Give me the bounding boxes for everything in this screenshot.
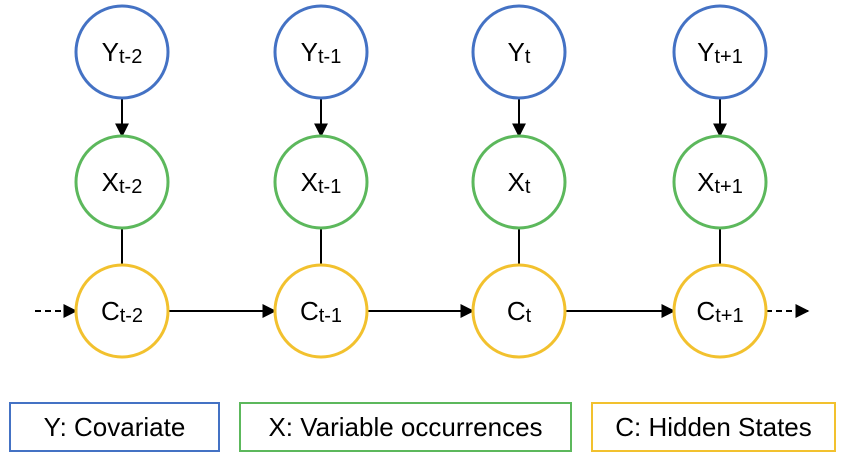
hidden-state-circle <box>273 263 369 359</box>
label-base: Y <box>102 37 119 67</box>
covariate-circle <box>471 4 567 100</box>
label-subscript: t+1 <box>714 176 742 198</box>
label-subscript: t <box>526 305 532 327</box>
hidden-state-node-3: Ct+1 <box>672 263 768 359</box>
label-subscript: t+1 <box>715 305 743 327</box>
label-subscript: t-2 <box>120 305 143 327</box>
label-subscript: t-2 <box>119 46 142 68</box>
variable-circle <box>74 134 170 230</box>
label-subscript: t <box>525 176 531 198</box>
hidden-state-node-0: Ct-2 <box>74 263 170 359</box>
variable-circle <box>273 134 369 230</box>
label-subscript: t <box>525 46 531 68</box>
label-base: Y <box>508 37 525 67</box>
covariate-label: Yt-1 <box>301 37 342 68</box>
variable-label: Xt-2 <box>102 167 143 198</box>
covariate-label: Yt <box>508 37 531 68</box>
hidden-state-node-2: Ct <box>471 263 567 359</box>
label-base: Y <box>697 37 714 67</box>
legend-covariate: Y: Covariate <box>9 402 220 452</box>
label-base: C <box>696 296 715 326</box>
covariate-node-2: Yt <box>471 4 567 100</box>
covariate-circle <box>273 4 369 100</box>
variable-circle <box>471 134 567 230</box>
variable-node-2: Xt <box>471 134 567 230</box>
label-base: C <box>300 296 319 326</box>
label-subscript: t-1 <box>318 176 341 198</box>
label-base: C <box>101 296 120 326</box>
variable-node-3: Xt+1 <box>672 134 768 230</box>
legend-variable-occurrences: X: Variable occurrences <box>239 402 572 452</box>
variable-label: Xt-1 <box>301 167 342 198</box>
hidden-state-circle <box>471 263 567 359</box>
label-subscript: t-1 <box>318 46 341 68</box>
label-subscript: t-2 <box>119 176 142 198</box>
label-base: X <box>697 167 714 197</box>
hidden-state-label: Ct+1 <box>696 296 743 327</box>
variable-node-1: Xt-1 <box>273 134 369 230</box>
label-base: X <box>102 167 119 197</box>
covariate-label: Yt+1 <box>697 37 743 68</box>
variable-node-0: Xt-2 <box>74 134 170 230</box>
label-base: X <box>508 167 525 197</box>
hidden-state-label: Ct <box>507 296 532 327</box>
label-base: C <box>507 296 526 326</box>
hidden-state-label: Ct-1 <box>300 296 342 327</box>
label-subscript: t-1 <box>319 305 342 327</box>
label-base: Y <box>301 37 318 67</box>
covariate-circle <box>672 4 768 100</box>
covariate-node-0: Yt-2 <box>74 4 170 100</box>
variable-label: Xt <box>508 167 531 198</box>
legend-hidden-states: C: Hidden States <box>591 402 836 452</box>
covariate-node-3: Yt+1 <box>672 4 768 100</box>
covariate-label: Yt-2 <box>102 37 143 68</box>
variable-circle <box>672 134 768 230</box>
covariate-circle <box>74 4 170 100</box>
covariate-node-1: Yt-1 <box>273 4 369 100</box>
label-subscript: t+1 <box>714 46 742 68</box>
variable-label: Xt+1 <box>697 167 743 198</box>
hidden-state-circle <box>74 263 170 359</box>
label-base: X <box>301 167 318 197</box>
hidden-state-label: Ct-2 <box>101 296 143 327</box>
hidden-state-node-1: Ct-1 <box>273 263 369 359</box>
hidden-state-circle <box>672 263 768 359</box>
